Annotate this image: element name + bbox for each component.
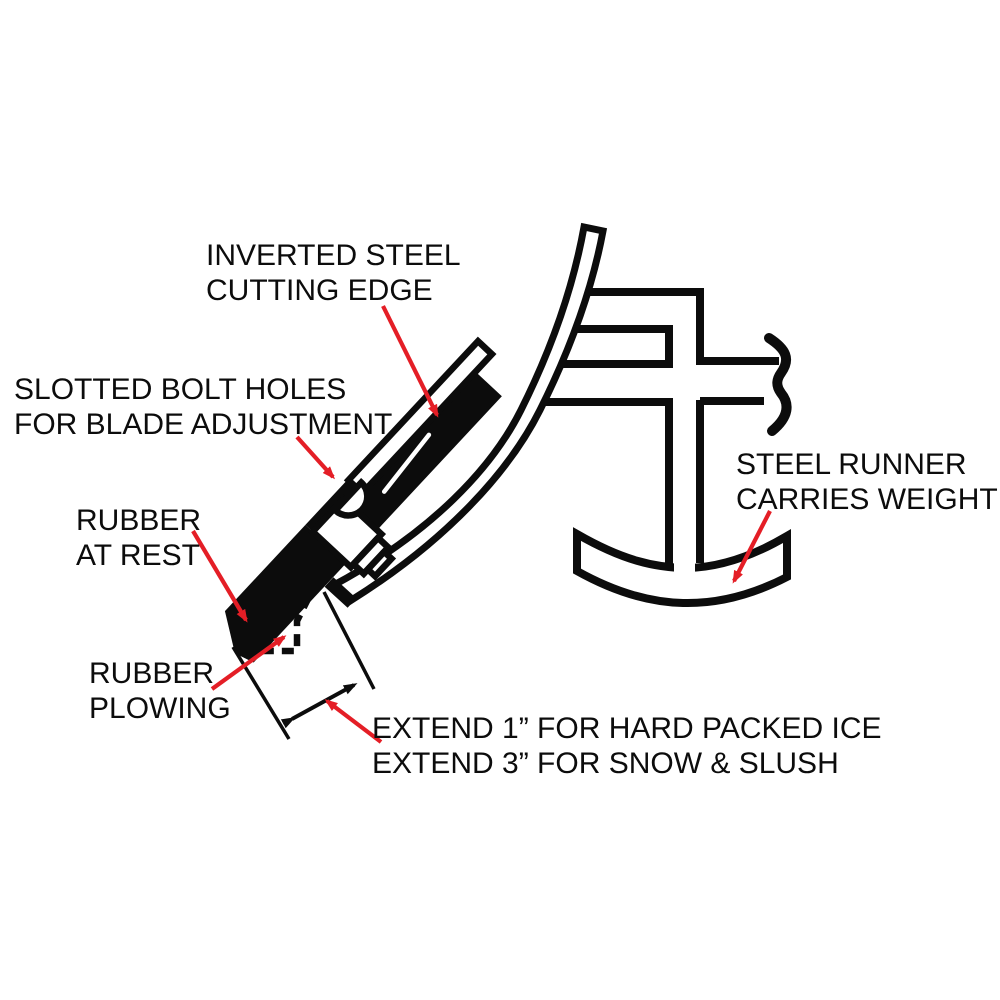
label-inverted-steel-cutting-edge: INVERTED STEEL CUTTING EDGE [206, 238, 461, 308]
extension-line-right [322, 591, 376, 690]
label-rubber-at-rest: RUBBER AT REST [76, 503, 201, 573]
label-rubber-plowing: RUBBER PLOWING [89, 656, 231, 726]
label-line: RUBBER [76, 504, 202, 537]
leader-arrow-rubber-plowing [210, 635, 287, 691]
label-line: FOR BLADE ADJUSTMENT [14, 408, 393, 441]
label-line: AT REST [76, 539, 200, 572]
bolt-slot [381, 432, 432, 494]
moldboard-end-cap [324, 577, 357, 608]
label-line: SLOTTED BOLT HOLES [14, 373, 347, 406]
label-line: STEEL RUNNER [736, 448, 967, 481]
blade-assembly [224, 336, 502, 663]
leader-arrow-cutting-edge [381, 305, 439, 418]
label-slotted-bolt-holes: SLOTTED BOLT HOLES FOR BLADE ADJUSTMENT [14, 372, 392, 442]
moldboard [324, 222, 608, 608]
leader-arrow-extend [324, 699, 383, 744]
frame-arm-middle [558, 325, 673, 368]
leader-arrow-steel-runner [732, 510, 772, 584]
frame-arm-top [586, 288, 779, 365]
label-line: EXTEND 3” FOR SNOW & SLUSH [372, 747, 839, 780]
leader-arrows [191, 305, 772, 744]
label-line: CUTTING EDGE [206, 274, 433, 307]
bolt-head [330, 477, 371, 519]
label-line: CARRIES WEIGHT [736, 483, 998, 516]
runner-post-junction [674, 556, 695, 578]
label-line: EXTEND 1” FOR HARD PACKED ICE [372, 712, 882, 745]
label-line: RUBBER [89, 657, 215, 690]
leader-arrow-rubber-rest [191, 529, 248, 623]
extension-dimension [231, 591, 376, 740]
label-extend-instructions: EXTEND 1” FOR HARD PACKED ICE EXTEND 3” … [372, 711, 882, 781]
label-line: INVERTED STEEL [206, 239, 461, 272]
extension-line-left [231, 646, 291, 740]
runner-frame [538, 288, 792, 608]
leader-arrow-bolt-holes [295, 435, 336, 480]
bolt-end [363, 547, 397, 581]
label-line: PLOWING [89, 692, 231, 725]
frame-arm-bottom-left [538, 398, 673, 566]
mount-bracket-hook [764, 333, 792, 436]
rubber-blade [224, 524, 347, 663]
label-steel-runner: STEEL RUNNER CARRIES WEIGHT [736, 447, 998, 517]
extension-dimension-arrow [280, 683, 358, 729]
